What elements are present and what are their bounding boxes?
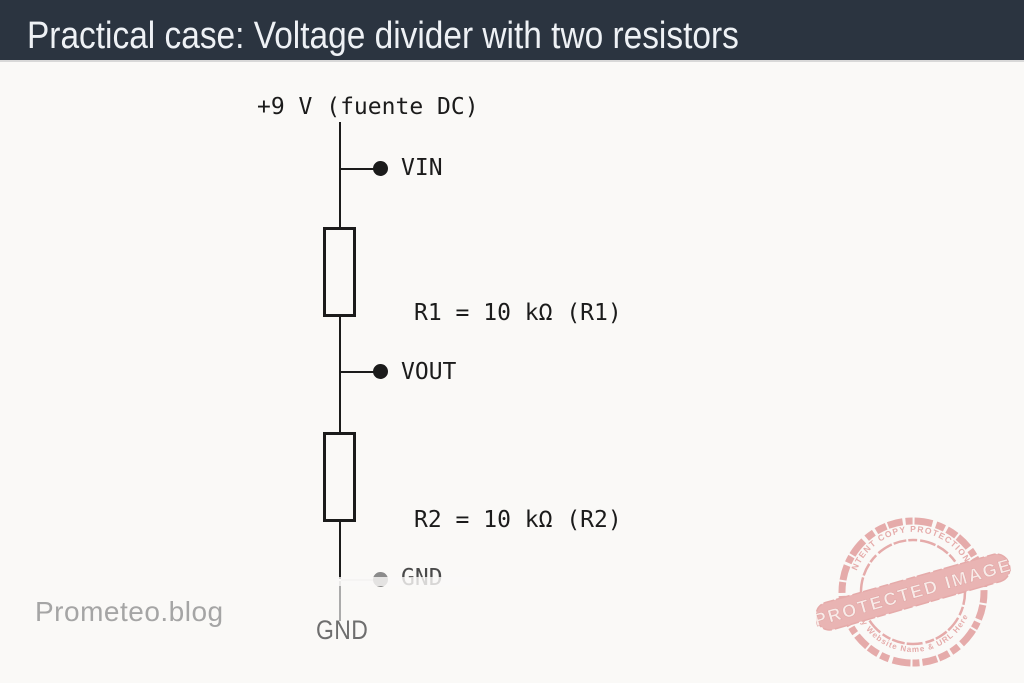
slide-header: Practical case: Voltage divider with two… [0,0,1024,62]
gnd-fade-stripe [335,577,473,586]
vout-node-label: VOUT [401,359,457,385]
wire-vout-branch [341,371,375,373]
vin-node-dot [373,161,388,176]
resistor-r2-body [323,432,356,522]
wire-r1-to-r2 [339,317,341,434]
vin-node-label: VIN [401,155,443,181]
wire-vin-branch [341,168,375,170]
source-voltage-label: +9 V (fuente DC) [257,94,479,120]
resistor-r1-body [323,227,356,317]
vout-node-dot [373,364,388,379]
resistor-r2-label: R2 = 10 kΩ (R2) [414,507,622,533]
ground-label: GND [316,615,369,645]
wire-source-to-r1 [339,122,341,228]
slide-title: Practical case: Voltage divider with two… [27,15,739,57]
resistor-r1-label: R1 = 10 kΩ (R1) [414,300,622,326]
stamp-outer-ring [838,517,988,667]
site-watermark: Prometeo.blog [35,596,224,627]
wire-r2-to-gnd [339,522,341,579]
protected-image-stamp: WP CONTENT COPY PROTECTION PLUGIN My Web… [816,492,1015,667]
wire-gnd-tail [339,581,341,621]
